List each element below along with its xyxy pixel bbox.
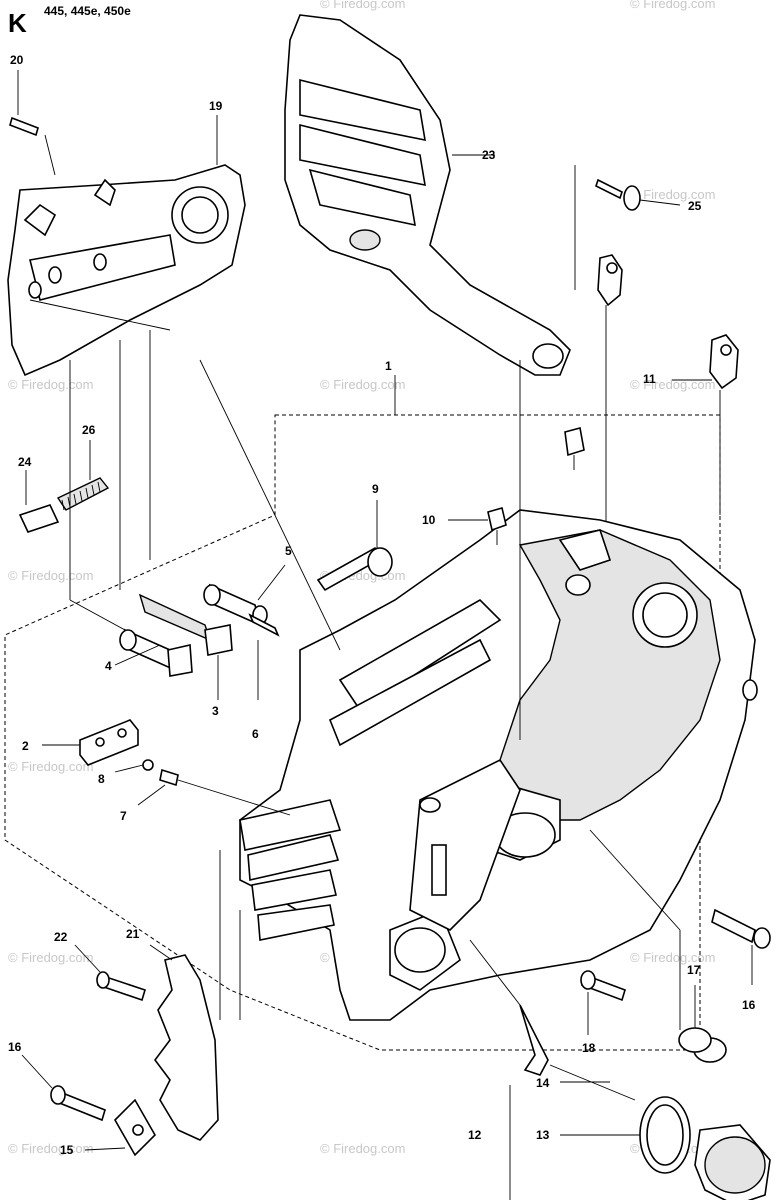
part-18-screw [580, 970, 626, 1035]
part-25-bolt [595, 178, 681, 211]
part-12-fuel-cap [509, 1085, 771, 1200]
label-part-6: 6 [252, 727, 259, 741]
part-11-wire-clip [597, 254, 739, 530]
part-4-pin [114, 628, 193, 677]
label-part-18: 18 [582, 1041, 596, 1055]
part-15-nut [84, 1098, 156, 1157]
watermark: © Firedog.com [630, 377, 715, 392]
model-list: 445, 445e, 450e [44, 4, 131, 18]
part-16-screw-right [711, 908, 771, 985]
part-14-strap [519, 1004, 636, 1101]
label-part-19: 19 [209, 99, 223, 113]
label-part-24: 24 [18, 455, 32, 469]
leader-lines [9, 70, 681, 1030]
label-part-23: 23 [482, 148, 496, 162]
watermark: © Firedog.com [8, 759, 93, 774]
label-part-25: 25 [688, 199, 702, 213]
part-26-spring [56, 440, 110, 511]
watermark: © Firedog.com [320, 0, 405, 11]
part-7-valve [137, 768, 291, 816]
label-part-22: 22 [54, 930, 68, 944]
part-17-bushing [678, 985, 727, 1063]
watermark: © Firedog.com [8, 1141, 93, 1156]
part-8-plug [114, 759, 154, 773]
label-part-2: 2 [22, 739, 29, 753]
section-letter: K [8, 8, 27, 38]
watermark: © Firedog.com [8, 950, 93, 965]
part-16-screw-left [21, 1054, 106, 1122]
part-labels: 1 2 3 4 5 6 7 8 9 10 11 12 13 14 15 16 1… [8, 53, 756, 1157]
label-part-11: 11 [643, 372, 656, 386]
label-part-21: 21 [126, 927, 140, 941]
label-part-12: 12 [468, 1128, 482, 1142]
part-3-stud [138, 593, 233, 700]
part-22-screw [74, 944, 146, 1002]
label-part-3: 3 [212, 704, 219, 718]
label-part-10: 10 [422, 513, 436, 527]
label-part-17: 17 [687, 963, 701, 977]
label-part-9: 9 [372, 482, 379, 496]
label-part-26: 26 [82, 423, 96, 437]
part-9-bolt [316, 500, 393, 592]
label-part-15: 15 [60, 1143, 74, 1157]
watermark: © Firedog.com [630, 950, 715, 965]
part-23-hand-guard [284, 14, 571, 376]
watermark: © Firedog.com [630, 0, 715, 11]
part-6-pin [248, 613, 280, 700]
label-part-7: 7 [120, 809, 127, 823]
part-13-gasket [560, 1096, 691, 1174]
part-19-side-cover [7, 164, 246, 377]
part-5-pin [203, 564, 286, 627]
watermark: © Firedog.com [8, 568, 93, 583]
watermark: © Firedog.com [320, 377, 405, 392]
watermark: © Firedog.com [320, 1141, 405, 1156]
part-24-buffer [18, 470, 60, 533]
label-part-20: 20 [10, 53, 24, 67]
label-part-5: 5 [285, 544, 292, 558]
label-part-14: 14 [536, 1076, 550, 1090]
watermark: © Firedog.com [8, 377, 93, 392]
part-2-bracket [42, 719, 139, 766]
label-part-8: 8 [98, 772, 105, 786]
label-part-13: 13 [536, 1128, 550, 1142]
label-part-1: 1 [385, 359, 392, 373]
label-part-16-left: 16 [8, 1040, 22, 1054]
part-21-bumper-spike [149, 944, 219, 1141]
label-part-4: 4 [105, 659, 112, 673]
label-part-16-right: 16 [742, 998, 756, 1012]
watermark: © Firedog.com [630, 187, 715, 202]
part-1-crankcase [239, 509, 758, 1021]
part-10-screw [448, 427, 585, 545]
